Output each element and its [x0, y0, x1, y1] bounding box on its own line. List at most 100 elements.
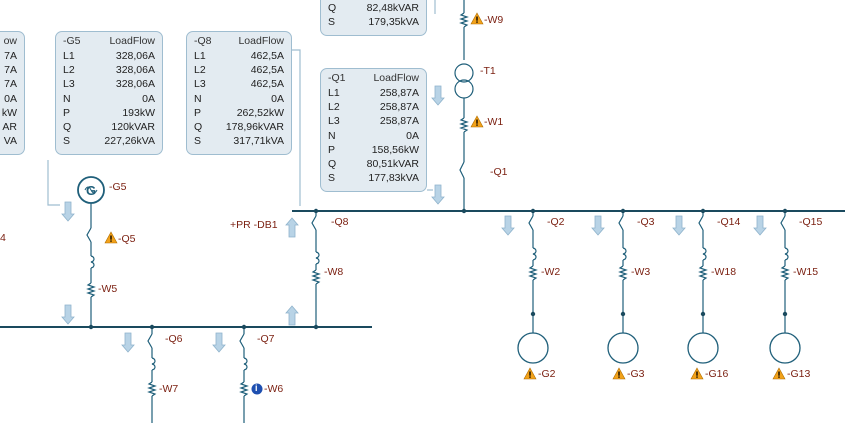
row-value: 258,87A — [379, 87, 419, 99]
label-q2[interactable]: -Q2 — [547, 216, 565, 228]
row-value: 0A — [271, 92, 284, 105]
row-key: L1 — [63, 50, 75, 62]
row-value: 158,56kW — [371, 143, 419, 156]
panel-title: LoadFlow — [109, 35, 155, 47]
row-value: 462,5A — [250, 64, 284, 77]
flow-arrow-icon — [431, 85, 445, 106]
g5-branch — [77, 176, 105, 327]
row-key: L3 — [194, 78, 206, 91]
panel-value: 7A — [4, 64, 17, 77]
label-g5[interactable]: -G5 — [109, 181, 127, 193]
row-value: 178,96kVAR — [225, 121, 284, 134]
feeder-q14 — [687, 211, 719, 364]
feeder-q3 — [607, 211, 639, 364]
feeder-q2 — [517, 211, 549, 364]
row-key: L1 — [328, 87, 340, 99]
row-key: N — [194, 92, 202, 105]
row-key: S — [328, 16, 336, 29]
loadflow-panel-partial-left[interactable]: ow 7A 7A 7A 0A kW AR VA — [0, 31, 25, 155]
panel-id: -G5 — [63, 35, 81, 47]
row-value: 0A — [406, 129, 419, 142]
row-key: Q — [328, 2, 337, 14]
label-left-edge: 4 — [0, 232, 6, 244]
row-key: P — [328, 143, 336, 156]
label-w7[interactable]: -W7 — [159, 383, 179, 395]
label-q5[interactable]: -Q5 — [118, 233, 136, 245]
row-key: Q — [328, 158, 337, 171]
label-q7[interactable]: -Q7 — [257, 333, 275, 345]
row-key: N — [328, 129, 336, 142]
row-key: L2 — [194, 64, 206, 77]
row-key: N — [63, 92, 71, 105]
panel-title: LoadFlow — [373, 72, 419, 84]
label-g16[interactable]: -G16 — [705, 368, 729, 380]
incoming-feeder — [454, 0, 474, 211]
row-value: 227,26kVA — [104, 135, 155, 148]
label-w15[interactable]: -W15 — [793, 266, 819, 278]
panel-value: 7A — [4, 78, 17, 91]
label-g2[interactable]: -G2 — [538, 368, 556, 380]
label-w2[interactable]: -W2 — [541, 266, 561, 278]
label-q14[interactable]: -Q14 — [717, 216, 741, 228]
label-w5[interactable]: -W5 — [98, 283, 118, 295]
panel-value: AR — [2, 121, 17, 134]
row-value: 262,52kW — [236, 106, 284, 119]
row-value: 462,5A — [250, 50, 284, 62]
row-value: 317,71kVA — [233, 135, 284, 148]
row-key: S — [63, 135, 71, 148]
label-q6[interactable]: -Q6 — [165, 333, 183, 345]
row-value: 328,06A — [115, 64, 155, 77]
panel-id: -Q8 — [194, 35, 212, 47]
row-value: 462,5A — [250, 78, 284, 91]
label-g3[interactable]: -G3 — [627, 368, 645, 380]
label-q8[interactable]: -Q8 — [331, 216, 349, 228]
label-pr-db1[interactable]: +PR -DB1 — [230, 219, 278, 231]
row-value: 82,48kVAR — [366, 2, 419, 14]
row-value: 80,51kVAR — [366, 158, 419, 171]
row-value: 258,87A — [379, 115, 419, 128]
row-value: 177,83kVA — [368, 172, 419, 185]
label-t1[interactable]: -T1 — [480, 65, 496, 77]
row-key: P — [63, 106, 71, 119]
label-w3[interactable]: -W3 — [631, 266, 651, 278]
label-g13[interactable]: -G13 — [787, 368, 811, 380]
generator-g-symbol: G — [86, 183, 97, 198]
row-key: L3 — [328, 115, 340, 128]
label-w9[interactable]: -W9 — [484, 14, 504, 26]
panel-value: 7A — [4, 50, 17, 62]
q6-branch — [147, 327, 157, 423]
row-value: 120kVAR — [111, 121, 155, 134]
info-symbol: i — [255, 383, 258, 393]
q7-branch — [239, 327, 249, 423]
panel-connectors — [47, 0, 436, 206]
label-q1[interactable]: -Q1 — [490, 166, 508, 178]
row-value: 179,35kVA — [368, 16, 419, 29]
panel-title: ow — [3, 35, 17, 47]
label-w6[interactable]: -W6 — [264, 383, 284, 395]
row-key: L2 — [328, 101, 340, 114]
row-value: 258,87A — [379, 101, 419, 114]
info-icon[interactable] — [251, 383, 263, 395]
label-q15[interactable]: -Q15 — [799, 216, 823, 228]
label-w18[interactable]: -W18 — [711, 266, 737, 278]
row-key: S — [194, 135, 202, 148]
panel-value: 0A — [4, 92, 17, 105]
label-w1[interactable]: -W1 — [484, 116, 504, 128]
row-key: S — [328, 172, 336, 185]
row-key: Q — [194, 121, 203, 134]
loadflow-panel-top-partial[interactable]: Q 82,48kVAR S 179,35kVA — [320, 0, 427, 36]
row-key: Q — [63, 121, 72, 134]
q8-branch — [311, 211, 321, 327]
row-key: L1 — [194, 50, 206, 62]
row-value: 193kW — [122, 106, 155, 119]
panel-value: kW — [1, 106, 17, 119]
row-value: 328,06A — [115, 50, 155, 62]
row-key: L2 — [63, 64, 75, 77]
row-value: 0A — [142, 92, 155, 105]
label-w8[interactable]: -W8 — [324, 266, 344, 278]
label-q3[interactable]: -Q3 — [637, 216, 655, 228]
